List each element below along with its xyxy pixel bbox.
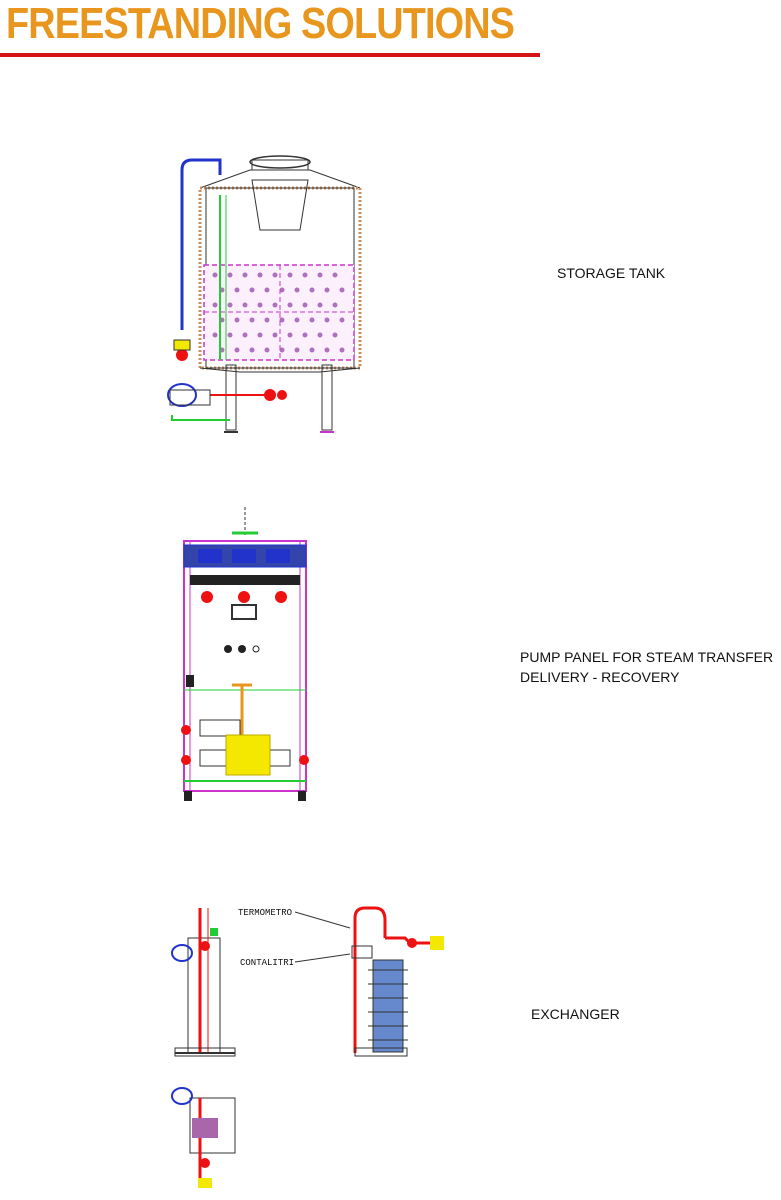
storage-tank-label: STORAGE TANK (557, 265, 666, 281)
title-underline (0, 53, 540, 57)
page-title: FREESTANDING SOLUTIONS (6, 0, 515, 48)
exchanger-label: EXCHANGER (531, 1006, 620, 1022)
pump-panel-drawing (181, 507, 309, 801)
pump-panel-label-line2: DELIVERY - RECOVERY (520, 669, 680, 685)
meter-callout: CONTALITRI (240, 958, 294, 968)
thermometer-callout: TERMOMETRO (238, 908, 292, 918)
exchanger-drawing: TERMOMETRO CONTALITRI (171, 906, 444, 1188)
storage-tank-drawing (167, 155, 362, 433)
pump-panel-label-line1: PUMP PANEL FOR STEAM TRANSFER (520, 649, 774, 665)
